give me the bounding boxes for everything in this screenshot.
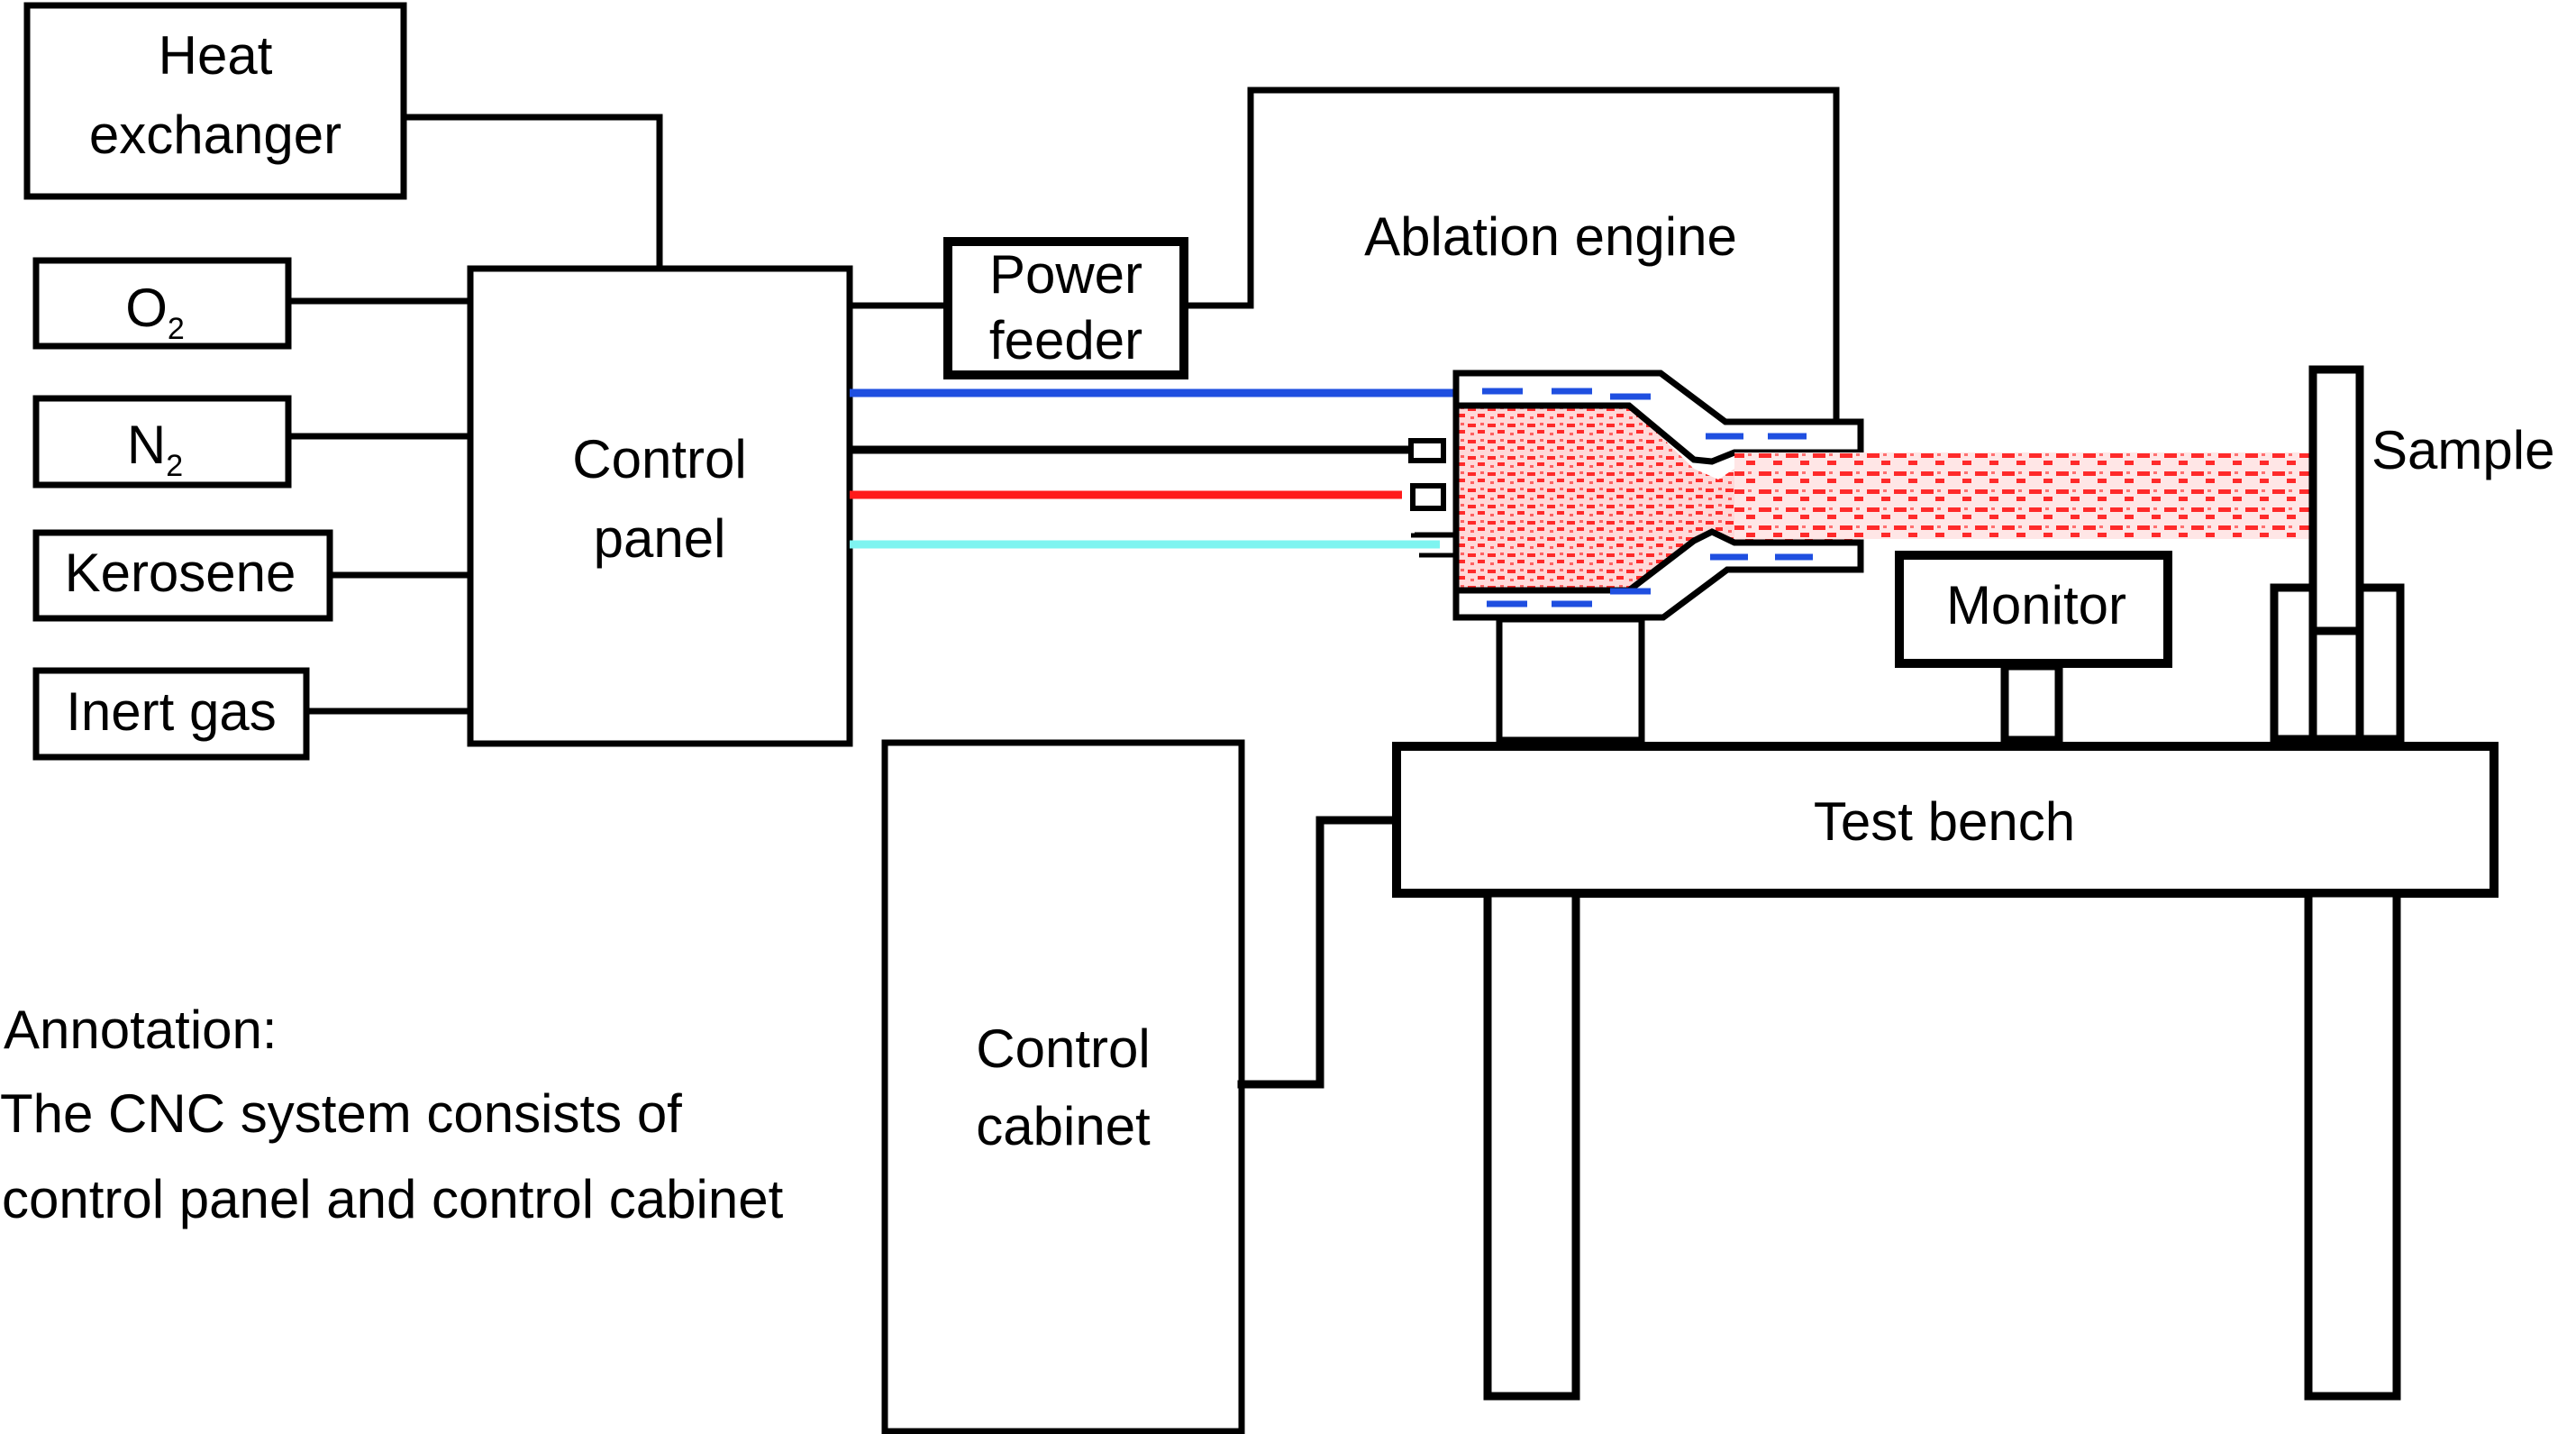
sample-column	[2308, 365, 2364, 744]
ablation-engine	[1452, 370, 1864, 621]
n2-label: N2	[127, 415, 183, 483]
ablation-engine-label: Ablation engine	[1364, 206, 1737, 267]
injector-icons	[1408, 438, 1455, 558]
injector-red-icon	[1410, 483, 1446, 511]
sample-label: Sample	[2371, 420, 2554, 480]
annotation: Annotation: The CNC system consists of c…	[0, 1000, 784, 1229]
inert-gas-box: Inert gas	[32, 667, 310, 761]
monitor: Monitor	[1895, 551, 2172, 744]
control-panel-label-1: Control	[572, 429, 746, 489]
cabinet-to-bench-connector	[1237, 816, 1401, 1089]
feeder-to-engine-connector	[1180, 87, 1840, 432]
o2-label: O2	[125, 278, 185, 346]
annotation-title: Annotation:	[4, 1000, 278, 1060]
engine-stand	[1496, 616, 1645, 744]
kerosene-box: Kerosene	[32, 529, 333, 622]
heat-exchanger-label-1: Heat	[159, 25, 273, 86]
control-panel-box: Control panel	[467, 265, 853, 747]
control-cabinet-label-2: cabinet	[976, 1096, 1151, 1156]
annotation-line-1: The CNC system consists of	[0, 1083, 682, 1144]
n2-box: N2	[32, 395, 292, 489]
annotation-line-2: control panel and control cabinet	[2, 1169, 784, 1229]
sample-holder	[2270, 365, 2405, 744]
monitor-stand	[2000, 662, 2063, 744]
inert-gas-label: Inert gas	[66, 681, 276, 742]
power-feeder-label-1: Power	[989, 244, 1142, 305]
bench-leg-right	[2304, 889, 2401, 1401]
heat-exchanger-box: Heat exchanger	[23, 2, 407, 200]
control-panel-label-2: panel	[594, 508, 726, 569]
combustion-plume	[1456, 406, 1861, 590]
control-cabinet-label-1: Control	[976, 1018, 1150, 1079]
control-cabinet-box: Control cabinet	[881, 739, 1245, 1434]
exhaust-beam	[1734, 452, 2314, 539]
coolant-dashes	[1482, 388, 1813, 607]
bench-leg-left	[1483, 889, 1580, 1401]
test-bench-label: Test bench	[1814, 791, 2075, 852]
power-feeder-box: Power feeder	[943, 237, 1188, 379]
heat-exchanger-label-2: exchanger	[89, 105, 341, 165]
monitor-label: Monitor	[1946, 575, 2126, 635]
heat-exchanger-connector	[400, 114, 663, 272]
kerosene-label: Kerosene	[65, 543, 296, 603]
power-feeder-label-2: feeder	[989, 310, 1142, 370]
test-bench: Test bench	[1392, 742, 2499, 1401]
injector-black-icon	[1408, 438, 1446, 463]
o2-box: O2	[32, 257, 292, 350]
